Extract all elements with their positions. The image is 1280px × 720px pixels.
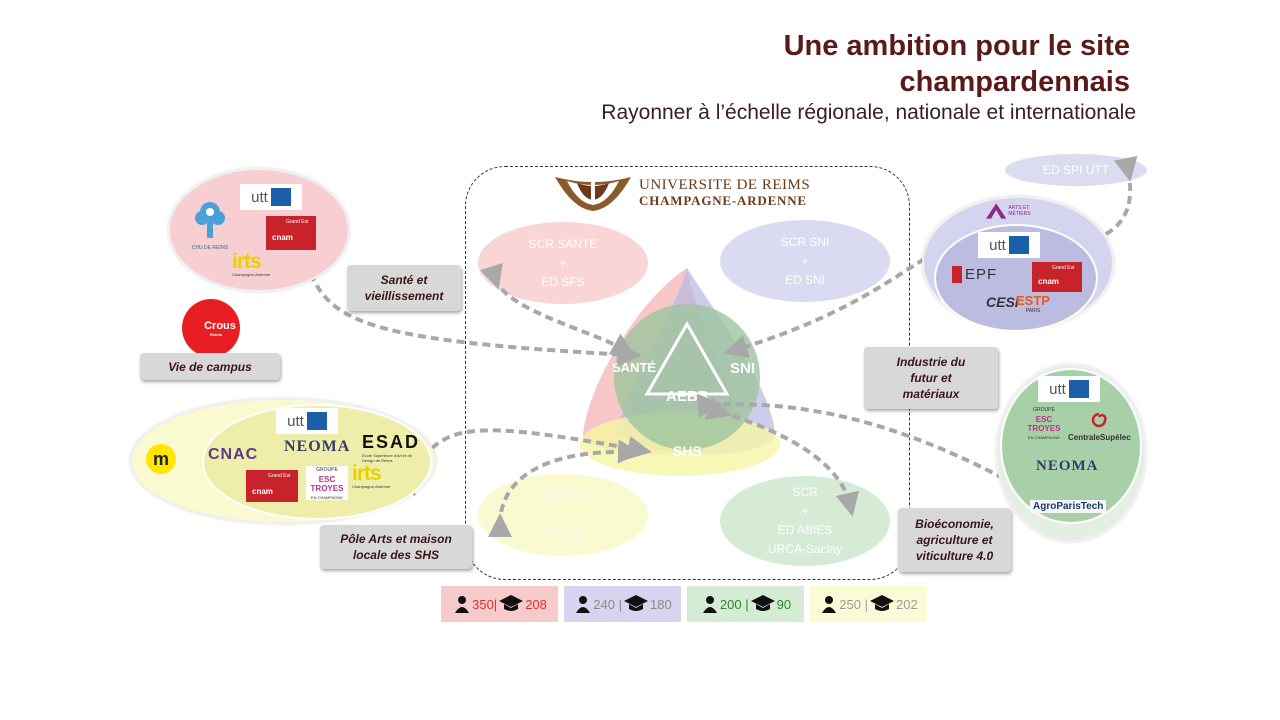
arrow-aebb-bubble [705,397,860,517]
arts-metiers-icon [986,203,1007,219]
stat-sante: 350| 208 [441,586,558,622]
logo-esad: ESAD École Supérieure d'Art et de Design… [362,432,421,463]
arrow-sni-right [723,225,998,358]
graduation-cap-icon [623,595,648,611]
title-line-2: champardennais [899,66,1130,98]
tree-icon [195,202,225,238]
university-name-line-1: UNIVERSITE DE REIMS [639,177,811,193]
university-name-line-2: CHAMPAGNE-ARDENNE [639,193,807,208]
logo-irts-arts: irts Champagne-Ardenne [352,462,391,489]
logo-utt-bio: utt [1038,376,1100,402]
stat-aebb: 200 | 90 [687,586,804,622]
logo-institut-m: m [146,444,176,474]
label-bioeconomie: Bioéconomie, agriculture et viticulture … [898,508,1011,572]
label-industrie: Industrie du futur et matériaux [864,347,998,409]
arrow-sante-bubble [479,262,636,356]
venn-center-triangle [644,320,730,396]
logo-chu-reims: CHU DE REIMS [190,200,230,258]
chu-label: CHU DE REIMS [191,245,229,251]
graduation-cap-icon [750,595,775,611]
stat-sni: 240 | 180 [564,586,681,622]
label-pole-arts: Pôle Arts et maison locale des SHS [320,525,472,569]
centrale-spiral-icon [1092,412,1107,428]
logo-cnac: CNAC [208,446,259,463]
logo-agroparistech: AgroParisTech [1030,500,1107,513]
utt-square-icon [1068,380,1089,398]
person-icon [702,596,717,613]
utt-square-icon [270,188,291,206]
logo-cnam-arts: Grand Est cnam [246,470,298,502]
logo-cnam-industrie: Grand Est cnam [1032,262,1082,292]
logo-irts-sante: irts Champagne-Ardenne [232,250,271,277]
stat-shs: 250 | 202 [810,586,927,622]
person-icon [576,596,591,613]
logo-crous: Crous Reims [182,299,240,357]
utt-square-icon [1008,236,1029,254]
person-icon [455,596,470,613]
logo-utt-sante: utt [240,184,302,210]
arrow-sante-left [289,246,642,367]
venn-label-shs: SHS [673,443,702,459]
university-logo: UNIVERSITE DE REIMS CHAMPAGNE-ARDENNE [553,172,833,214]
label-vie-de-campus: Vie de campus [140,353,280,380]
logo-estp: ESTP PARIS [1016,293,1050,314]
logo-utt-arts: utt [276,408,338,434]
logo-utt-industrie: utt [978,232,1040,258]
logo-cesi: CESI [986,294,1019,310]
arrow-shs-bubble [487,439,642,538]
arrow-shs-left [393,428,652,497]
utt-square-icon [306,412,327,430]
university-emblem-icon [555,177,631,211]
person-icon [822,596,837,613]
page-title: Une ambition pour le site champardennais [784,28,1130,100]
title-line-1: Une ambition pour le site [783,30,1130,62]
logo-epf: EPF [952,266,997,283]
logo-cnam-sante: Grand Est cnam [266,216,316,250]
venn-label-sni: SNI [730,360,756,377]
page-subtitle: Rayonner à l’échelle régionale, national… [601,101,1136,124]
label-sante-vieillissement: Santé et vieillissement [347,265,461,311]
logo-neoma-arts: NEOMA [284,438,351,455]
logo-esc-troyes-arts: GROUPE ESC TROYES EN CHAMPAGNE [306,466,348,500]
graduation-cap-icon [869,595,894,611]
logo-esc-troyes-bio: GROUPE ESC TROYES EN CHAMPAGNE [1027,407,1061,440]
logo-neoma-bio: NEOMA [1036,458,1099,474]
graduation-cap-icon [499,595,524,611]
logo-centrale-supelec: CentraleSupélec [1068,412,1131,442]
arrow-aebb-right [697,393,1036,496]
logo-arts-metiers: ARTS ET MÉTIERS [986,200,1046,222]
